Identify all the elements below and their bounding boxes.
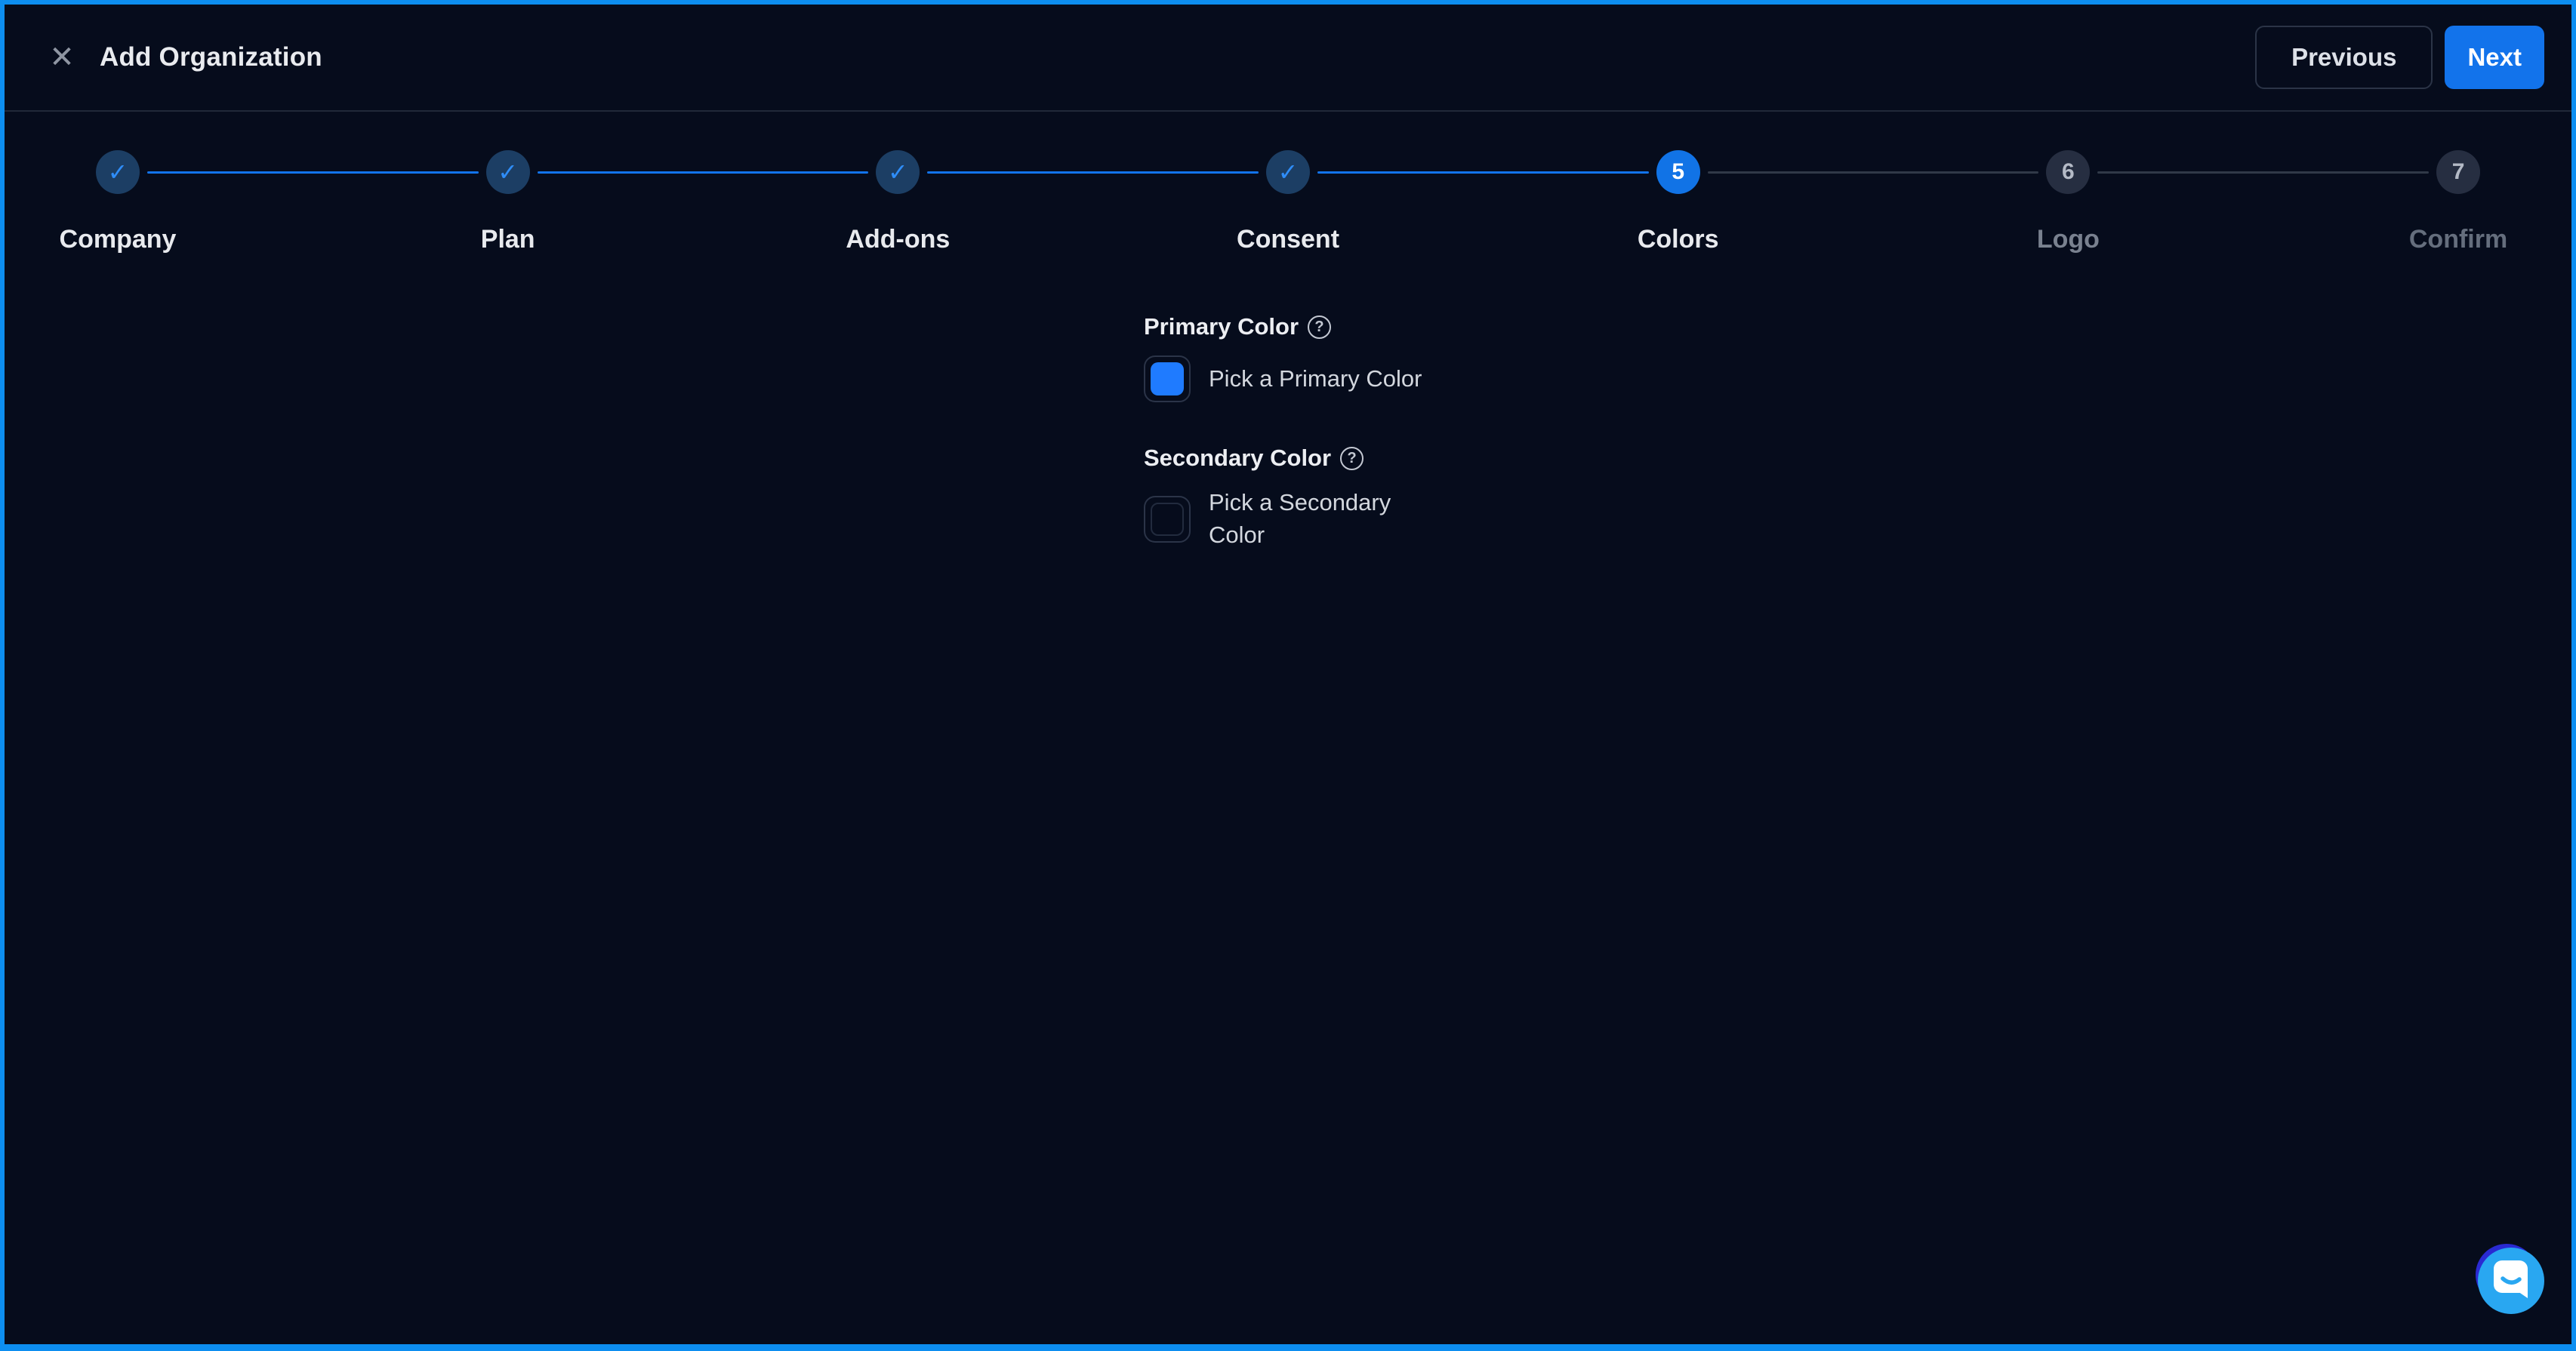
step-number: 6: [2046, 150, 2091, 194]
wizard-stepper: ✓ Company ✓ Plan ✓ Add-ons ✓ Consent 5 C…: [5, 150, 2571, 254]
primary-color-label-text: Primary Color: [1144, 313, 1299, 340]
step-connector: [1317, 171, 1649, 174]
secondary-color-label-text: Secondary Color: [1144, 445, 1332, 471]
step-add-ons[interactable]: ✓ Add-ons: [846, 150, 950, 254]
step-label: Consent: [1237, 225, 1340, 254]
check-icon: ✓: [485, 150, 530, 194]
help-icon[interactable]: ?: [1308, 315, 1332, 339]
step-number: 7: [2436, 150, 2481, 194]
primary-color-picker-label: Pick a Primary Color: [1209, 365, 1422, 392]
step-logo[interactable]: 6 Logo: [2037, 150, 2100, 254]
primary-color-picker-row: Pick a Primary Color: [1144, 355, 1432, 402]
step-connector: [147, 171, 479, 174]
modal-header: ✕ Add Organization Previous Next: [5, 5, 2571, 112]
step-label: Confirm: [2408, 225, 2508, 254]
step-label: Plan: [480, 225, 535, 254]
step-label: Add-ons: [846, 225, 951, 254]
check-icon: ✓: [96, 150, 140, 194]
primary-color-field: Primary Color ? Pick a Primary Color: [1144, 313, 1432, 402]
chat-launcher-button[interactable]: [2473, 1242, 2547, 1316]
next-button[interactable]: Next: [2445, 26, 2544, 89]
colors-form: Primary Color ? Pick a Primary Color Sec…: [1144, 313, 1432, 552]
step-connector: [927, 171, 1259, 174]
secondary-color-field: Secondary Color ? Pick a Secondary Color: [1144, 445, 1432, 552]
close-icon[interactable]: ✕: [42, 38, 82, 77]
step-label: Colors: [1637, 225, 1719, 254]
primary-color-swatch: [1151, 362, 1184, 395]
primary-color-swatch-button[interactable]: [1144, 355, 1191, 402]
secondary-color-picker-row: Pick a Secondary Color: [1144, 487, 1432, 552]
check-icon: ✓: [876, 150, 920, 194]
step-consent[interactable]: ✓ Consent: [1237, 150, 1339, 254]
step-connector: [2097, 171, 2430, 174]
primary-color-label: Primary Color ?: [1144, 313, 1432, 340]
step-connector: [1707, 171, 2039, 174]
step-confirm[interactable]: 7 Confirm: [2409, 150, 2507, 254]
secondary-color-picker-label: Pick a Secondary Color: [1209, 489, 1391, 548]
page-title: Add Organization: [100, 42, 322, 72]
step-connector: [537, 171, 869, 174]
step-label: Company: [59, 225, 177, 254]
chat-bubble-smile-icon: [2476, 1244, 2544, 1314]
previous-button[interactable]: Previous: [2255, 26, 2433, 89]
check-icon: ✓: [1266, 150, 1311, 194]
step-label: Logo: [2036, 225, 2100, 254]
help-icon[interactable]: ?: [1340, 446, 1364, 470]
step-colors[interactable]: 5 Colors: [1638, 150, 1719, 254]
step-plan[interactable]: ✓ Plan: [481, 150, 535, 254]
secondary-color-swatch: [1151, 502, 1184, 536]
secondary-color-label: Secondary Color ?: [1144, 445, 1432, 472]
step-company[interactable]: ✓ Company: [60, 150, 176, 254]
step-number: 5: [1656, 150, 1700, 194]
secondary-color-swatch-button[interactable]: [1144, 495, 1191, 543]
